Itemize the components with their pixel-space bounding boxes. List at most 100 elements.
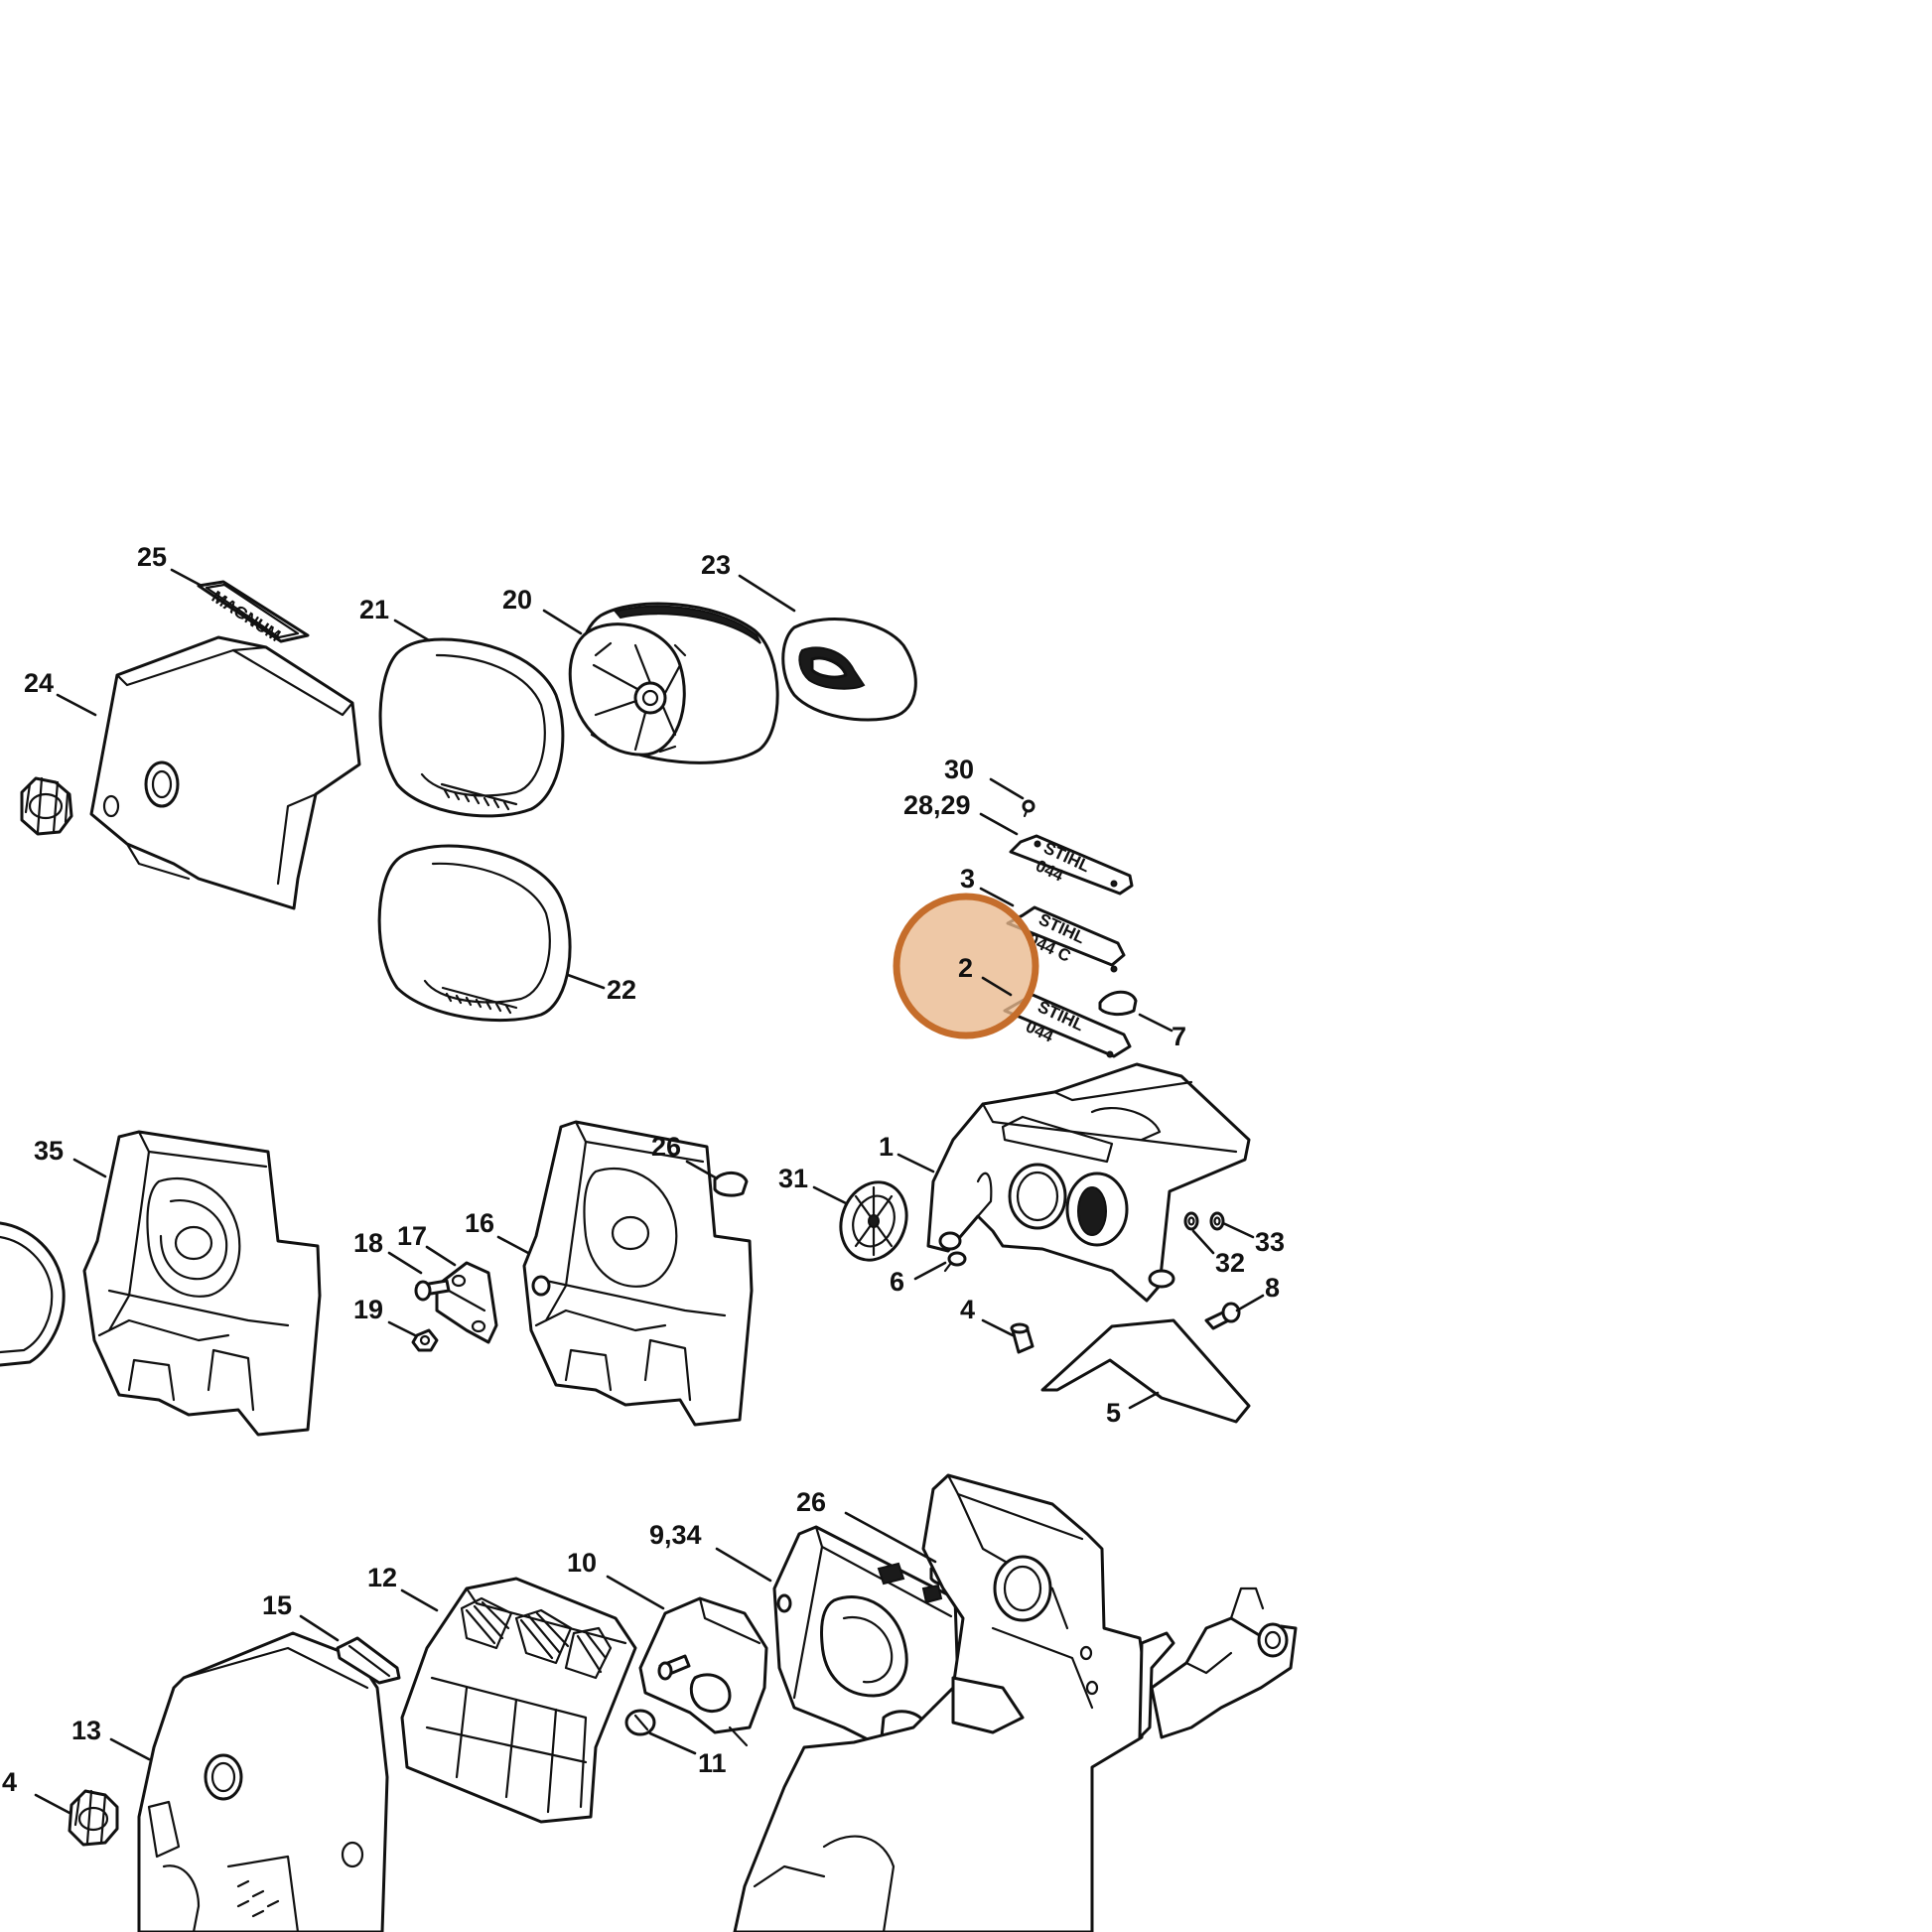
- part-31-pulley[interactable]: [830, 1173, 917, 1269]
- callout-32[interactable]: 32: [1215, 1248, 1245, 1278]
- part-28-29-model-plate[interactable]: STIHL 044: [1009, 834, 1134, 896]
- leader-17: [425, 1245, 457, 1267]
- highlight-marker-callout-2: [893, 893, 1039, 1039]
- leader-23: [738, 574, 796, 613]
- callout-1[interactable]: 1: [879, 1132, 894, 1162]
- leader-9-34: [715, 1547, 772, 1583]
- part-11-screw[interactable]: [624, 1709, 656, 1736]
- callout-21[interactable]: 21: [359, 595, 389, 624]
- leader-12: [400, 1588, 439, 1612]
- part-5-deflector-plate[interactable]: [1040, 1318, 1251, 1424]
- callout-19[interactable]: 19: [353, 1295, 383, 1324]
- callout-3[interactable]: 3: [960, 864, 975, 894]
- leader-35: [72, 1158, 107, 1178]
- leader-26-lower: [844, 1511, 937, 1564]
- leader-4-lower: [34, 1793, 71, 1815]
- part-22-filter-gasket[interactable]: [377, 844, 572, 1023]
- callout-12[interactable]: 12: [367, 1563, 397, 1592]
- part-18-stud[interactable]: [414, 1279, 451, 1302]
- part-17-bracket[interactable]: [435, 1261, 498, 1344]
- part-knob-lower[interactable]: [68, 1789, 119, 1847]
- leader-8: [1235, 1294, 1265, 1312]
- leader-lines: [34, 568, 1265, 1815]
- callout-6[interactable]: 6: [890, 1267, 904, 1297]
- callout-10[interactable]: 10: [567, 1548, 597, 1578]
- callout-22[interactable]: 22: [607, 975, 636, 1005]
- callout-4-upper[interactable]: 4: [960, 1295, 975, 1324]
- leader-5: [1128, 1391, 1160, 1410]
- part-12-screen-cover[interactable]: [400, 1577, 637, 1824]
- callout-31[interactable]: 31: [778, 1164, 808, 1193]
- leader-32: [1191, 1229, 1215, 1255]
- leader-22: [566, 973, 606, 990]
- part-26-plug-upper[interactable]: [713, 1172, 749, 1197]
- part-knob-upper[interactable]: [20, 776, 73, 836]
- callout-35[interactable]: 35: [34, 1136, 64, 1166]
- callout-8[interactable]: 8: [1265, 1273, 1280, 1303]
- part-25-magnum-decal[interactable]: MAGNUM: [197, 580, 310, 645]
- leader-33: [1221, 1221, 1255, 1239]
- part-20-air-filter-element[interactable]: [568, 602, 779, 764]
- callout-9-34[interactable]: 9,34: [649, 1520, 702, 1550]
- part-21-filter-gasket[interactable]: [378, 637, 565, 818]
- callout-26-lower[interactable]: 26: [796, 1487, 826, 1517]
- part-4-sleeve[interactable]: [1010, 1322, 1035, 1354]
- callout-24[interactable]: 24: [24, 668, 54, 698]
- part-24-filter-cover[interactable]: [89, 635, 361, 910]
- callout-28-29[interactable]: 28,29: [903, 790, 971, 820]
- leader-3: [979, 887, 1015, 907]
- callout-26-upper[interactable]: 26: [651, 1132, 681, 1162]
- leader-28-29: [979, 812, 1019, 836]
- callout-18[interactable]: 18: [353, 1228, 383, 1258]
- callout-33[interactable]: 33: [1255, 1227, 1285, 1257]
- leader-20: [542, 609, 583, 635]
- leader-25: [170, 568, 204, 588]
- leader-30: [989, 777, 1025, 800]
- part-30-screw[interactable]: [1022, 799, 1035, 818]
- part-gasket-left-edge[interactable]: [0, 1221, 66, 1367]
- leader-15: [299, 1614, 340, 1642]
- callout-labels: 25 24 21 20 23 22 30 28,29 3 2 7 35 26 1…: [2, 542, 1285, 1797]
- leader-21: [393, 619, 431, 642]
- part-front-handle-mount[interactable]: [1150, 1587, 1298, 1739]
- callout-13[interactable]: 13: [71, 1716, 101, 1745]
- callout-23[interactable]: 23: [701, 550, 731, 580]
- part-32-washer[interactable]: [1183, 1211, 1199, 1231]
- leader-19: [387, 1320, 417, 1337]
- part-1-shroud[interactable]: [926, 1062, 1251, 1303]
- leader-7: [1138, 1013, 1173, 1033]
- callout-5[interactable]: 5: [1106, 1398, 1121, 1428]
- part-16-filter-base[interactable]: [522, 1120, 754, 1427]
- leader-11: [648, 1731, 697, 1755]
- callout-11[interactable]: 11: [698, 1748, 727, 1778]
- part-6-screw[interactable]: [943, 1251, 967, 1273]
- part-35-filter-base[interactable]: [82, 1130, 322, 1437]
- leader-10: [606, 1575, 665, 1610]
- leader-4-upper: [981, 1318, 1015, 1337]
- callout-30[interactable]: 30: [944, 755, 974, 784]
- part-7-plug[interactable]: [1098, 990, 1138, 1017]
- callout-7[interactable]: 7: [1172, 1022, 1186, 1051]
- callout-20[interactable]: 20: [502, 585, 532, 615]
- leader-6: [913, 1261, 947, 1281]
- leader-31: [812, 1185, 848, 1205]
- part-13-carburetor-cover[interactable]: [137, 1631, 389, 1932]
- leader-24: [56, 693, 97, 717]
- part-15-grommet[interactable]: [336, 1636, 401, 1685]
- part-10-elbow[interactable]: [638, 1596, 768, 1747]
- callout-4-lower[interactable]: 4: [2, 1767, 17, 1797]
- part-19-nut[interactable]: [411, 1328, 439, 1352]
- part-23-prefilter[interactable]: [781, 618, 917, 722]
- part-crankcase-housing[interactable]: [733, 1473, 1175, 1932]
- callout-2[interactable]: 2: [958, 953, 973, 983]
- callout-25[interactable]: 25: [137, 542, 167, 572]
- part-33-washer[interactable]: [1209, 1211, 1225, 1231]
- leader-26-upper: [685, 1160, 719, 1180]
- leader-16: [496, 1235, 530, 1255]
- leader-2: [981, 976, 1013, 997]
- callout-16[interactable]: 16: [465, 1208, 494, 1238]
- part-8-screw[interactable]: [1204, 1302, 1241, 1330]
- callout-15[interactable]: 15: [262, 1590, 292, 1620]
- callout-17[interactable]: 17: [397, 1221, 427, 1251]
